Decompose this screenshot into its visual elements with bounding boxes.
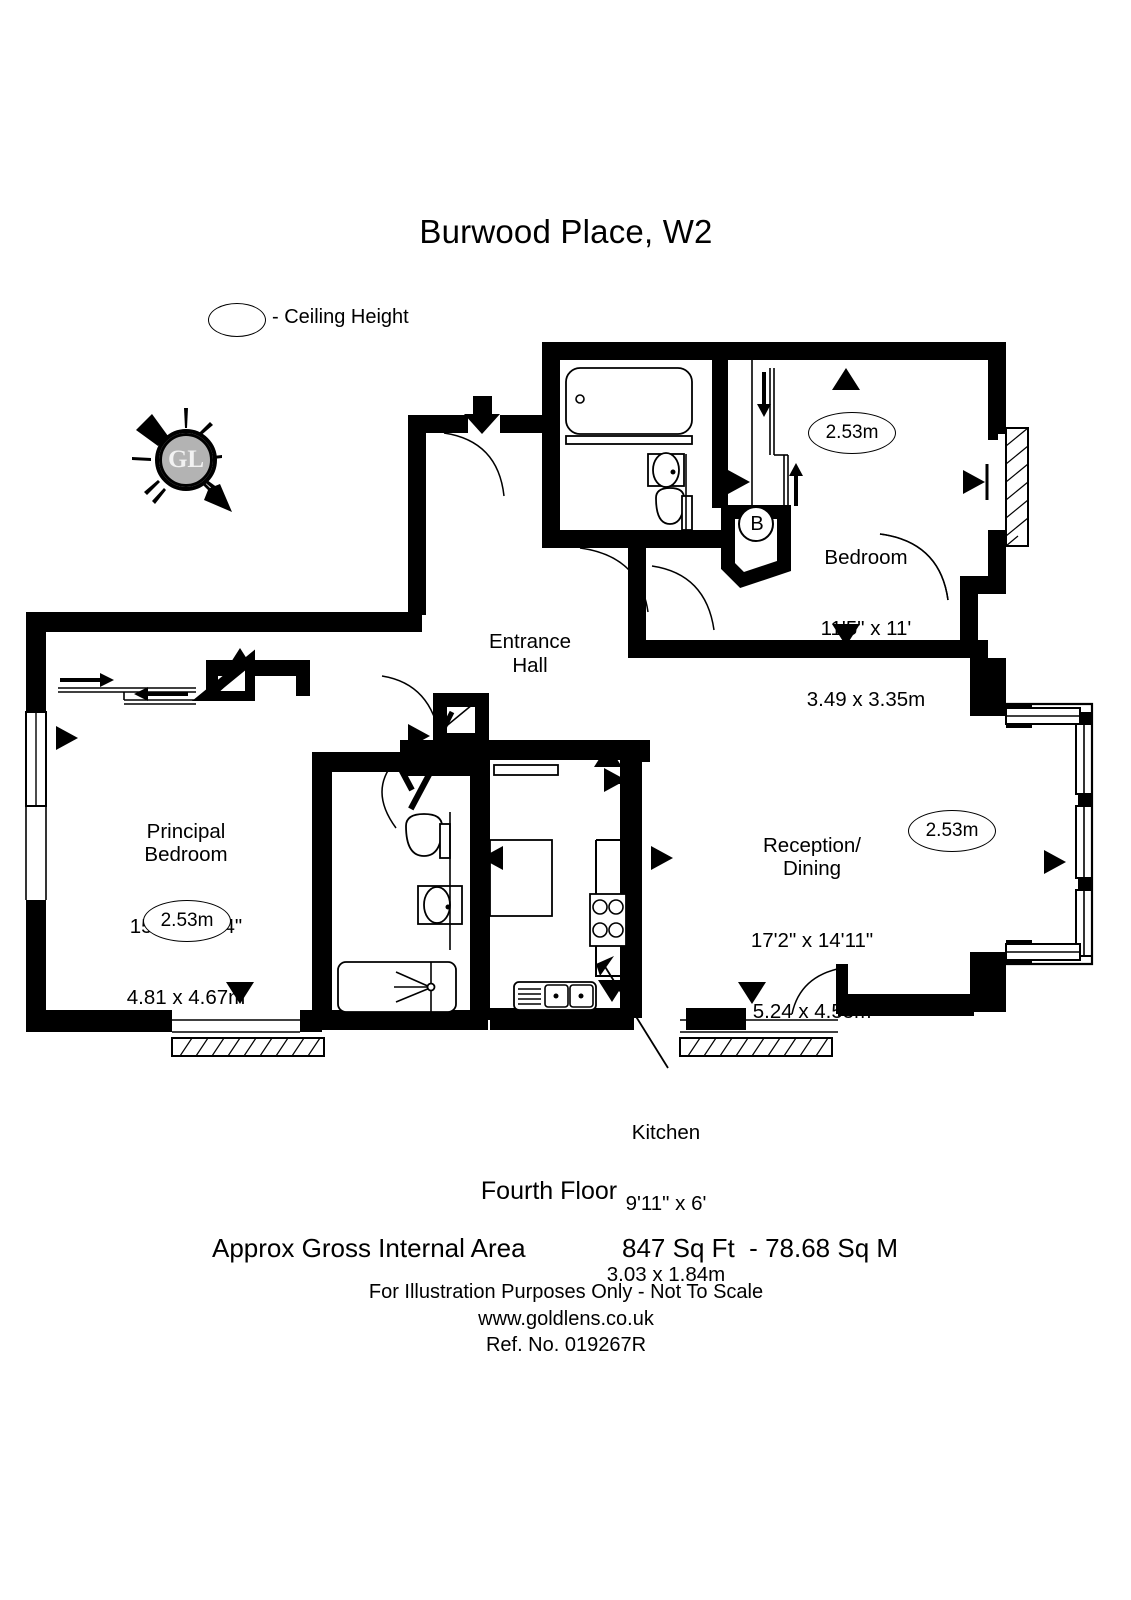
walls — [26, 342, 1092, 1032]
room-label-kitchen: Kitchen 9'11" x 6' 3.03 x 1.84m — [607, 1073, 726, 1334]
kitchen-counter-top — [493, 764, 559, 776]
sink-drainer — [518, 988, 541, 1005]
room-metric-principal: 4.81 x 4.67m — [126, 985, 246, 1009]
door-bathroom-swing — [579, 547, 649, 613]
room-name-reception: Reception/ Dining — [762, 833, 861, 881]
door-leaves — [408, 761, 438, 811]
windows — [25, 427, 1094, 1057]
hob-ring-3 — [592, 922, 608, 938]
room-metric-bedroom: 3.49 x 3.35m — [806, 688, 926, 712]
window-principal-bottom — [171, 1037, 325, 1057]
shower-room-fixtures — [337, 812, 463, 1013]
room-imperial-bedroom: 11'5" x 11' — [820, 616, 912, 640]
room-metric-reception: 5.24 x 4.55m — [752, 999, 872, 1023]
kitchen-counter-right — [595, 840, 620, 977]
wc-pan-2 — [405, 813, 443, 857]
view-direction-arrows — [56, 368, 1066, 1004]
room-label-reception: Reception/ Dining 17'2" x 14'11" 5.24 x … — [751, 786, 873, 1071]
window-reception-bottom — [679, 1037, 833, 1057]
door-hall-bedroom-swing — [651, 565, 715, 631]
room-label-bedroom: Bedroom 11'5" x 11' 3.49 x 3.35m — [807, 498, 926, 759]
basin-tap — [670, 469, 676, 475]
sink-bowl-1 — [544, 984, 569, 1008]
sink-waste-2 — [578, 993, 584, 999]
sink-bowl-2 — [569, 984, 594, 1008]
ceiling-height-reception: 2.53m — [908, 810, 996, 852]
kitchen-fixtures — [489, 764, 627, 1011]
reference-number: Ref. No. 019267R — [485, 1334, 647, 1356]
room-imperial-reception: 17'2" x 14'11" — [750, 928, 874, 952]
ceiling-height-principal: 2.53m — [143, 900, 231, 942]
room-name-kitchen: Kitchen — [631, 1120, 701, 1144]
hob-ring-2 — [608, 899, 624, 915]
bath-taps — [575, 394, 585, 404]
hob-ring-1 — [592, 899, 608, 915]
doors — [381, 415, 949, 1015]
room-name-bedroom: Bedroom — [824, 545, 908, 569]
disclaimer: For Illustration Purposes Only - Not To … — [368, 1281, 764, 1303]
cupboard-sliding-arrows — [757, 372, 803, 506]
compass-logo-text: GL — [167, 446, 205, 473]
website-link[interactable]: www.goldlens.co.uk — [478, 1308, 654, 1330]
door-reception-swing — [791, 967, 843, 1015]
area-value: 847 Sq Ft - 78.68 Sq M — [622, 1233, 899, 1263]
ceiling-height-legend-label: - Ceiling Height — [272, 306, 409, 328]
door-leaf-reception — [836, 964, 848, 1014]
boiler-circle — [738, 506, 774, 542]
wc-cistern-2 — [439, 823, 451, 859]
ceiling-height-bedroom: 2.53m — [808, 412, 896, 454]
wc-pan — [655, 487, 685, 525]
window-bedroom-right — [1005, 427, 1029, 547]
door-shower-swing — [381, 759, 397, 829]
door-entrance-swing — [443, 432, 505, 497]
hob-ring-4 — [608, 922, 624, 938]
gl-compass-logo: GL — [122, 400, 242, 520]
ceiling-height-ellipse-icon — [208, 303, 266, 337]
room-metric-kitchen: 3.03 x 1.84m — [606, 1263, 726, 1287]
floor-name: Fourth Floor — [480, 1177, 618, 1205]
basin-bowl — [652, 452, 680, 488]
shower-mixer — [426, 982, 436, 992]
basin-bowl-2 — [423, 886, 451, 924]
boiler-marker-label: B — [750, 513, 764, 535]
kitchen-label-leader — [603, 964, 669, 1069]
compass-disc — [159, 433, 213, 487]
room-name-principal: Principal Bedroom — [144, 819, 228, 867]
hall-cupboard — [433, 693, 489, 747]
bath-panel — [565, 435, 693, 445]
sink-waste-1 — [553, 993, 559, 999]
boiler-cupboard — [721, 505, 791, 589]
room-label-hall: Entrance Hall — [488, 630, 572, 677]
room-imperial-kitchen: 9'11" x 6' — [625, 1191, 707, 1215]
page-title: Burwood Place, W2 — [419, 213, 713, 250]
area-label: Approx Gross Internal Area — [212, 1233, 526, 1263]
bedroom-cupboard — [751, 360, 803, 512]
bath-tub — [565, 367, 693, 435]
hob — [589, 893, 627, 947]
wc-cistern — [681, 495, 693, 531]
bathroom-fixtures — [565, 367, 693, 540]
